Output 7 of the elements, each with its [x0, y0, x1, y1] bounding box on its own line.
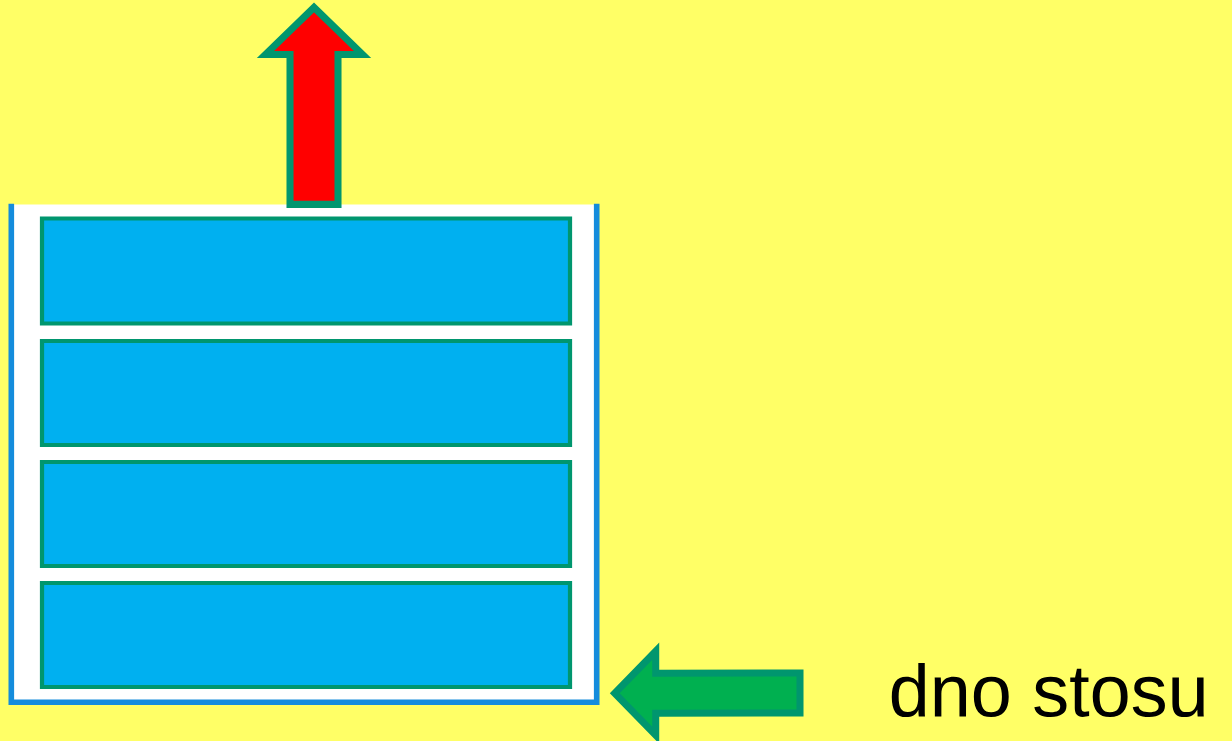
stack-item	[39, 580, 573, 690]
stack-item	[39, 216, 573, 326]
stack-item	[39, 459, 573, 569]
block-arrow	[256, 2, 372, 208]
stack-item	[39, 338, 573, 448]
block-arrow	[609, 642, 804, 741]
label: dno stosu	[891, 662, 1204, 718]
